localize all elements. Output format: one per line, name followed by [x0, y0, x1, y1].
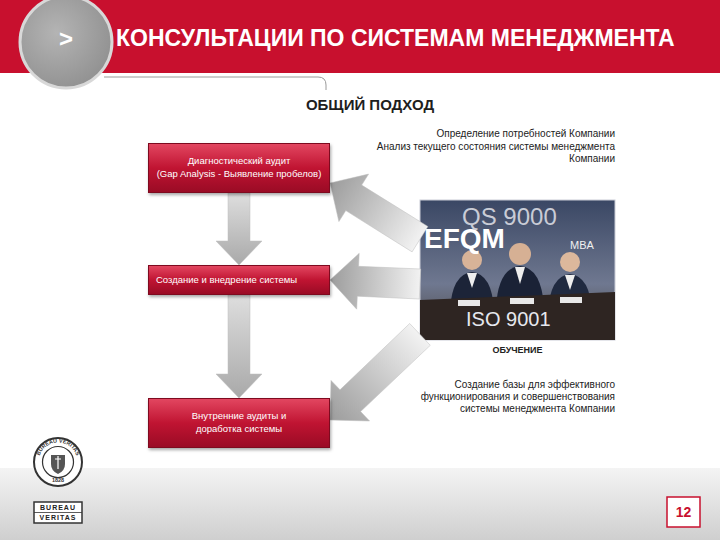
flow-arrow: [330, 253, 421, 309]
chevron-mark: >: [54, 25, 78, 54]
page-title: КОНСУЛЬТАЦИИ ПО СИСТЕМАМ МЕНЕДЖМЕНТА: [116, 27, 675, 50]
logo-ring: [34, 438, 82, 486]
logo-wordmark: BUREAU: [34, 504, 82, 512]
logo-ring-text-path: BUREAU VERITAS: [35, 437, 81, 456]
section-heading: ОБЩИЙ ПОДХОД: [220, 96, 520, 114]
page-number-frame: [667, 497, 700, 527]
person-head: [462, 250, 482, 270]
company-logo: BUREAU VERITAS: [34, 437, 82, 523]
footer-band: [0, 468, 720, 540]
photo-ground: [420, 200, 615, 340]
photo-overlay-text: MBA: [570, 240, 594, 251]
logo-ring-text: BUREAU VERITAS: [35, 437, 81, 456]
flow-arrow: [216, 193, 262, 265]
training-photo: QS 9000EFQMMBAISO 9001ОБУЧЕНИЕ: [420, 200, 615, 340]
logo-wordmark: VERITAS: [34, 514, 82, 522]
note-text: Анализ текущего состояния системы менедж…: [355, 141, 615, 165]
photo-overlay-text: ISO 9001: [466, 309, 551, 329]
note-text: Определение потребностей Компании: [355, 128, 615, 140]
training-photo-art: [420, 200, 615, 340]
box-text: Создание и внедрение системы: [156, 274, 297, 287]
box-text: Внутренние аудиты и доработка системы: [189, 410, 289, 436]
logo-year: 1828: [46, 477, 70, 484]
person-head: [560, 252, 580, 272]
photo-frame: [420, 200, 615, 340]
box-text: (Gap Analysis - Выявление пробелов): [157, 168, 322, 181]
page-number: 12: [667, 497, 700, 527]
header-rule: [104, 77, 326, 90]
logo-wordmark-frame: [34, 502, 82, 523]
header-circle: [20, 0, 112, 88]
logo-wordmark-rule: [34, 512, 82, 513]
photo-caption: ОБУЧЕНИЕ: [420, 346, 615, 355]
person-shirt: [565, 275, 575, 290]
box-text: Диагностический аудит: [188, 155, 291, 168]
logo-text-group: BUREAU VERITAS: [35, 437, 81, 456]
flow-arrow: [330, 174, 428, 252]
flow-arrow: [216, 295, 262, 398]
process-box: Диагностический аудит(Gap Analysis - Выя…: [148, 143, 330, 193]
person-shirt: [515, 267, 525, 284]
paper: [458, 300, 480, 306]
paper: [560, 297, 582, 303]
logo-cross: [55, 456, 61, 469]
photo-overlay-text: EFQM: [424, 225, 505, 253]
logo-shield: [51, 455, 65, 474]
flow-arrow: [330, 324, 430, 422]
person-shirt: [467, 273, 477, 288]
logo-inner-ring: [43, 447, 74, 478]
person-head: [509, 243, 531, 265]
process-box: Внутренние аудиты и доработка системы: [148, 398, 330, 448]
process-box: Создание и внедрение системы: [148, 265, 330, 295]
note-text: Создание базы для эффективного функциони…: [401, 379, 615, 415]
table: [420, 292, 615, 340]
paper: [510, 298, 534, 304]
